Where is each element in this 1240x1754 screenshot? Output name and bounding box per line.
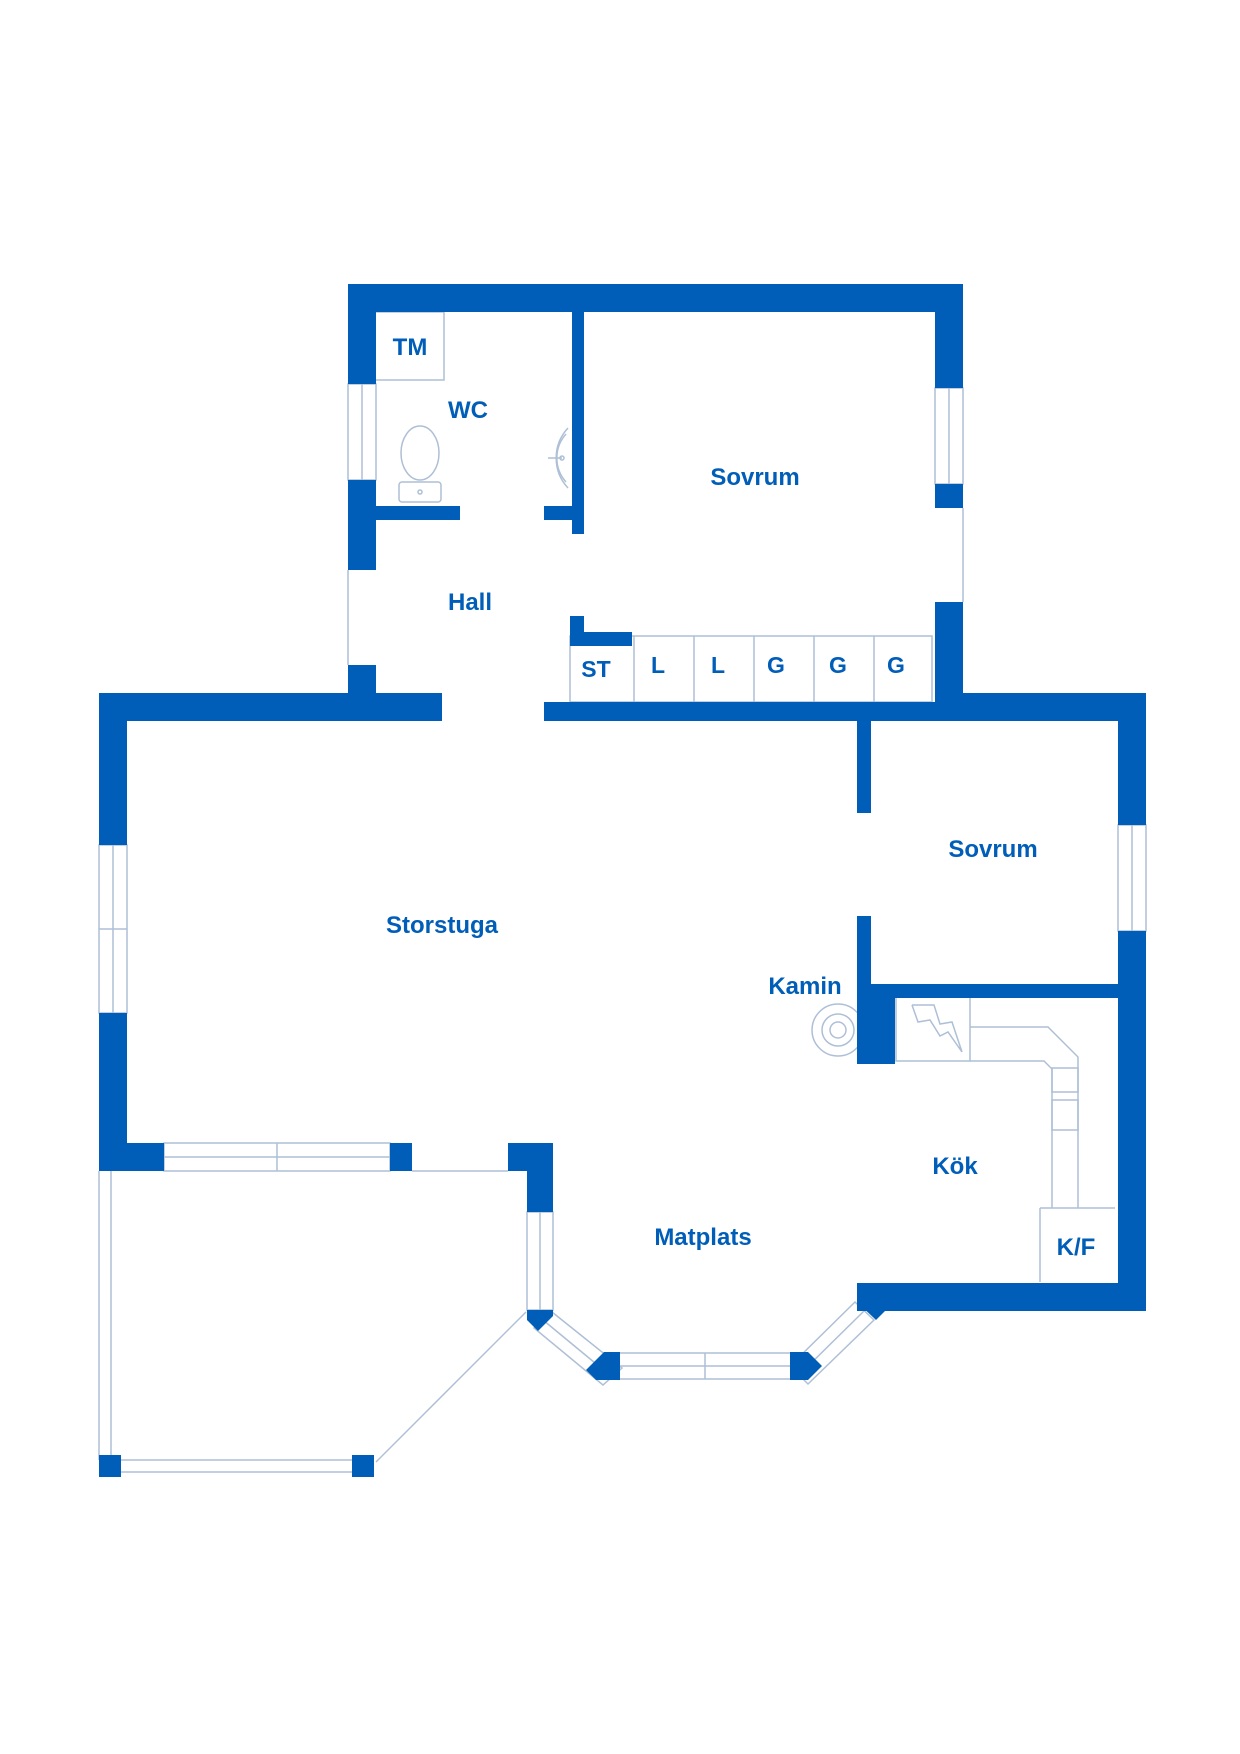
room-labels: TM WC Sovrum Hall ST L L G G G Storstuga…	[386, 334, 1095, 1261]
toilet-icon	[398, 425, 442, 503]
closet-label-5: G	[887, 652, 905, 678]
closet-label-4: G	[829, 652, 847, 678]
room-label-storstuga: Storstuga	[386, 912, 499, 939]
room-label-sovrum-2: Sovrum	[948, 836, 1037, 863]
room-label-hall: Hall	[448, 589, 492, 616]
room-label-kok: Kök	[932, 1153, 978, 1180]
closet-label-1: L	[651, 652, 665, 678]
closet-label-2: L	[711, 652, 725, 678]
sink-icon	[548, 427, 569, 489]
room-label-sovrum-1: Sovrum	[710, 464, 799, 491]
room-label-matplats: Matplats	[654, 1224, 751, 1251]
room-label-st: ST	[581, 656, 610, 682]
room-label-kf: K/F	[1057, 1234, 1096, 1261]
room-label-wc: WC	[448, 397, 488, 424]
room-label-tm: TM	[393, 334, 428, 361]
closet-label-3: G	[767, 652, 785, 678]
walls	[99, 284, 1146, 1477]
room-label-kamin: Kamin	[768, 973, 841, 1000]
